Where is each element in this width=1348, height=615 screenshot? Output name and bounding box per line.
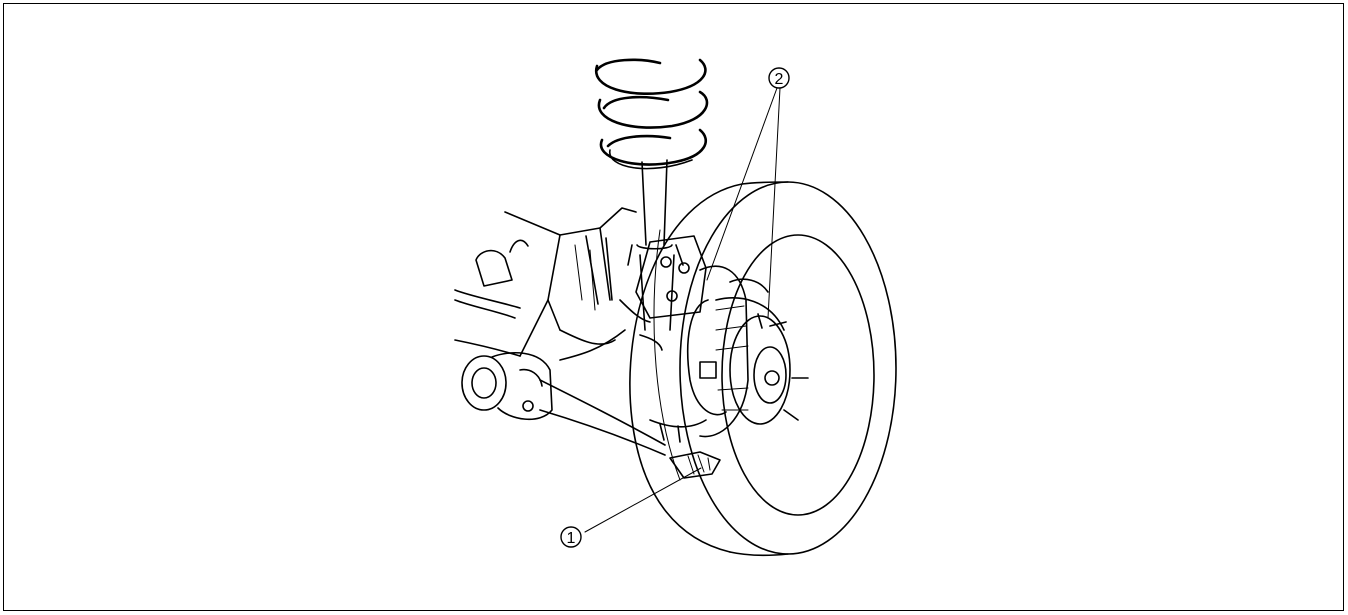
callout-2: 2 [768, 67, 790, 89]
leader-line-2a [706, 87, 778, 281]
adjusting-bolt [669, 451, 721, 479]
strut [627, 159, 684, 331]
knuckle-and-hub [619, 235, 809, 443]
control-arm [454, 207, 666, 456]
callout-2-label: 2 [775, 71, 784, 88]
coil-spring [594, 58, 709, 170]
callout-1-label: 1 [567, 530, 576, 547]
leader-line-2b [767, 87, 781, 319]
arm-bushing [461, 352, 553, 421]
callout-1: 1 [560, 526, 582, 548]
diagram-frame [3, 3, 1344, 611]
leader-line-1 [584, 467, 702, 533]
tire [629, 181, 897, 557]
leader-lines [584, 87, 781, 533]
